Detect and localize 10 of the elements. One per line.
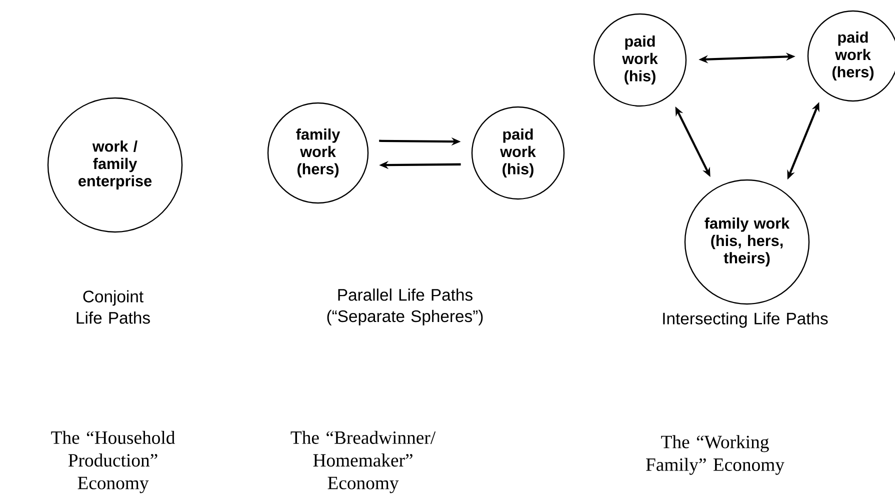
circle-node: paid work (his) [593,13,687,107]
circle-node: family work (hers) [267,102,369,204]
caption-text: The “Household Production” Economy [51,430,175,494]
caption-text: Parallel Life Paths (“Separate Spheres”) [327,288,483,326]
caption-text: The “Working Family” Economy [646,435,784,475]
caption-text: The “Breadwinner/ Homemaker” Economy [290,430,436,494]
circle-node: work / family enterprise [47,97,183,233]
caption-text: Conjoint Life Paths [76,290,150,324]
circle-node: paid work (his) [471,106,565,200]
circle-node: family work (his, hers, theirs) [684,179,810,305]
